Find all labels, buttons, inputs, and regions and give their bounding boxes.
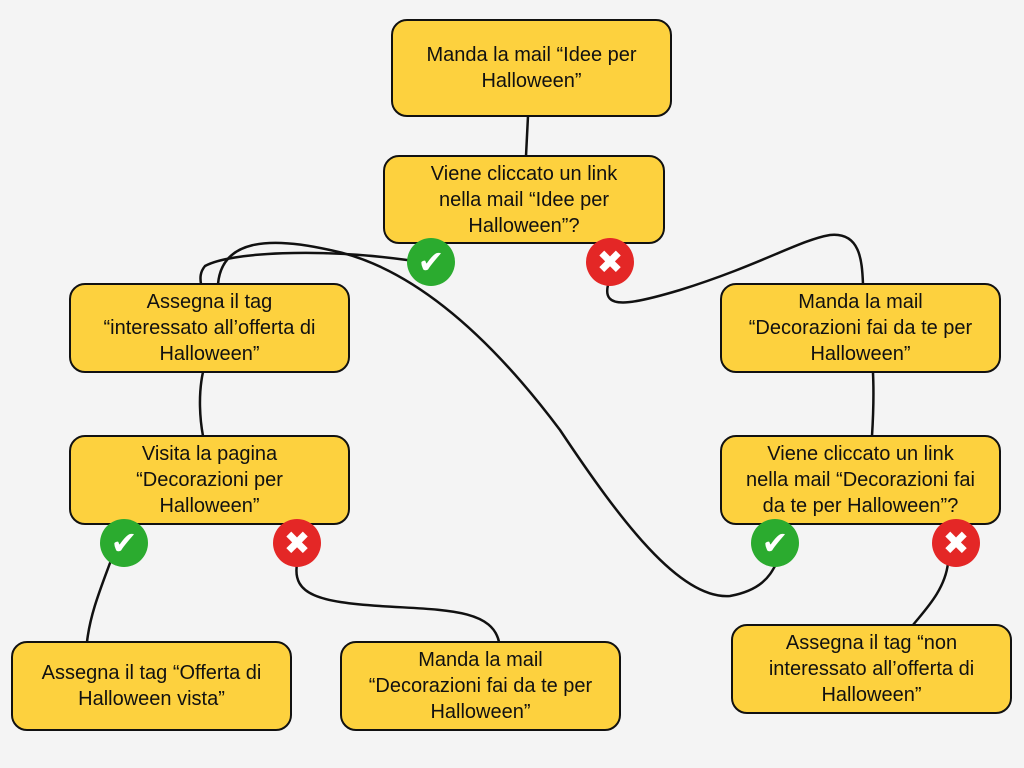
node-visit-page: Visita la pagina “Decorazioni per Hallow… [69,435,350,525]
node-decor-link-clicked: Viene cliccato un link nella mail “Decor… [720,435,1001,525]
node-send-ideas-mail: Manda la mail “Idee per Halloween” [391,19,672,117]
check-icon: ✔ [407,238,455,286]
check-icon: ✔ [100,519,148,567]
cross-icon: ✖ [586,238,634,286]
connector-yes-to-tag-interested [199,251,409,286]
cross-icon: ✖ [932,519,980,567]
node-tag-interested: Assegna il tag “interessato all’offerta … [69,283,350,373]
connector-no-to-send-decor [605,233,865,304]
cross-icon: ✖ [273,519,321,567]
node-tag-offer-seen: Assegna il tag “Offerta di Halloween vis… [11,641,292,731]
connector-visit-yes-to-tag [85,561,112,644]
connector-visit-no-to-send [295,562,501,644]
connector-send-to-question [524,114,530,158]
connector-decor-no-to-tag [911,561,950,627]
node-send-decor-mail-bottom: Manda la mail “Decorazioni fai da te per… [340,641,621,731]
node-send-decor-mail-right: Manda la mail “Decorazioni fai da te per… [720,283,1001,373]
connector-send-decor-to-question [870,371,875,438]
node-ideas-link-clicked: Viene cliccato un link nella mail “Idee … [383,155,665,244]
connector-tag-to-visit [198,370,205,438]
check-icon: ✔ [751,519,799,567]
node-tag-not-interested: Assegna il tag “non interessato all’offe… [731,624,1012,714]
connector-yes-to-decor-yes [216,241,777,598]
